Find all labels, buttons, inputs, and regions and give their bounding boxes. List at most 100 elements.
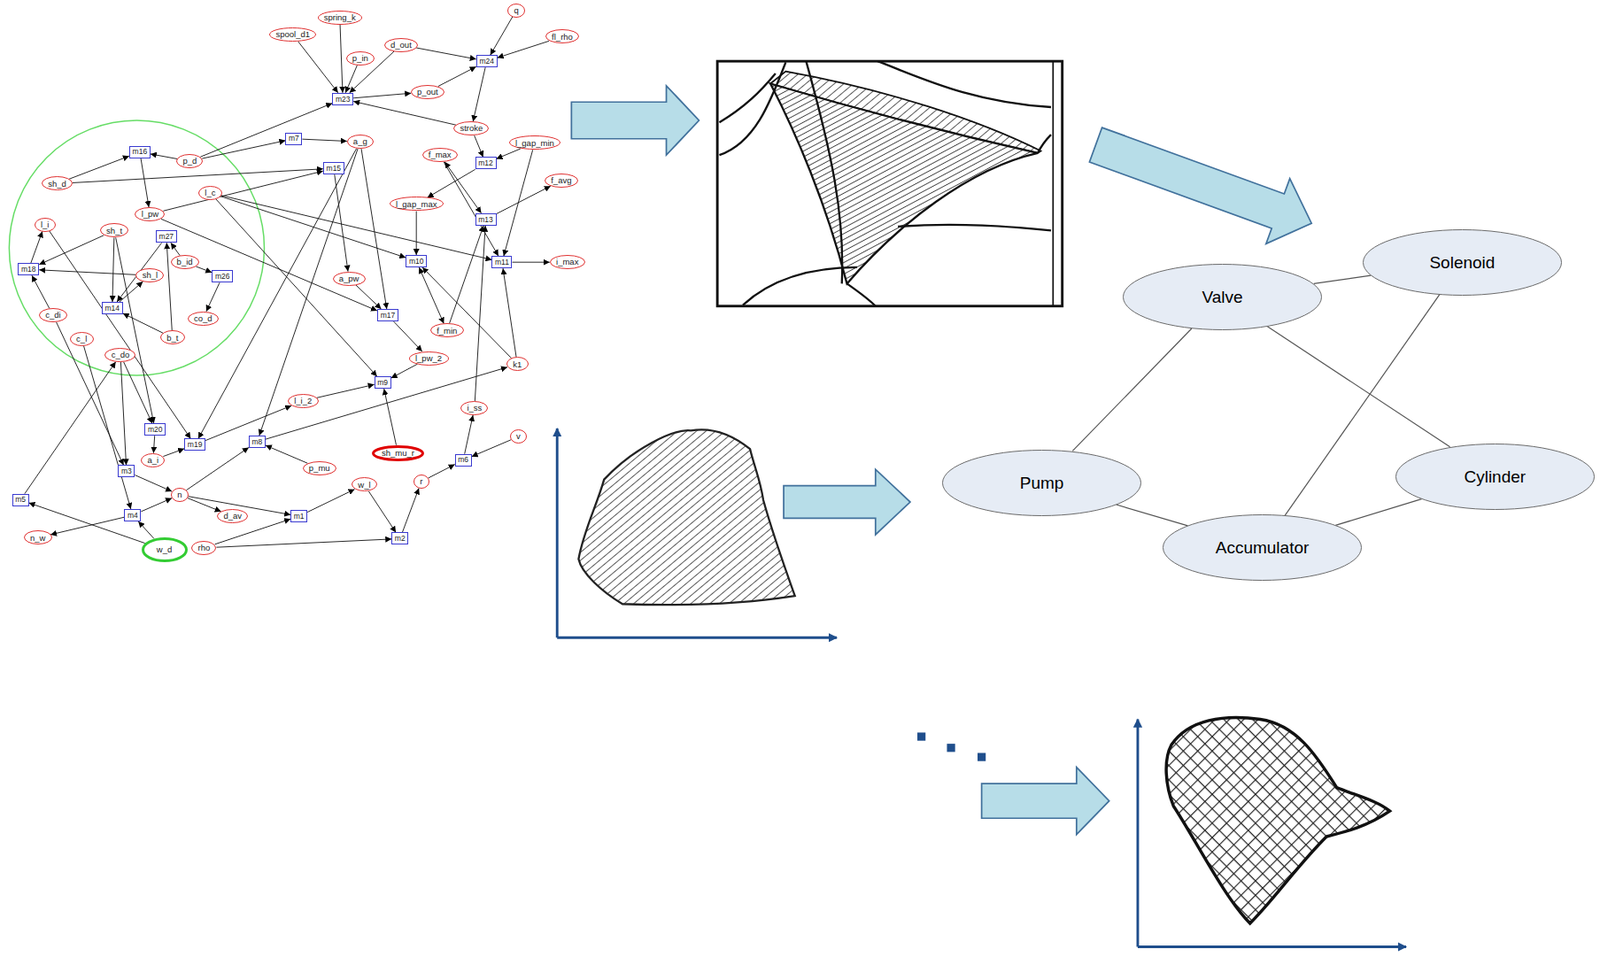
ellipse-shape — [346, 51, 374, 65]
node-label: spring_k — [324, 13, 356, 23]
dependency-arrow — [138, 521, 155, 540]
model-box: m7 — [285, 132, 302, 146]
dependency-arrow — [474, 135, 484, 157]
node-label: d_out — [390, 40, 412, 50]
dependency-arrow — [418, 267, 444, 324]
dependency-arrow — [428, 464, 456, 479]
node-label: m2 — [394, 534, 406, 543]
node-label: m26 — [215, 272, 231, 281]
node-label: co_d — [193, 314, 213, 324]
dependency-arrow — [391, 363, 418, 379]
ellipse-shape — [42, 177, 73, 191]
component-ellipse: Solenoid — [1362, 229, 1562, 296]
dependency-arrow — [216, 539, 392, 548]
ellipse-shape — [136, 269, 164, 283]
dependency-arrow — [307, 489, 355, 513]
dependency-arrow — [427, 169, 476, 198]
variable-ellipse: l_pw_2 — [409, 351, 449, 366]
dependency-arrow — [345, 65, 357, 93]
dependency-arrow — [265, 367, 508, 440]
node-label: p_out — [417, 87, 439, 97]
variable-ellipse: stroke — [453, 121, 489, 136]
dependency-arrow — [353, 101, 457, 126]
dependency-arrow — [438, 66, 477, 86]
ellipse-shape — [170, 487, 188, 502]
variable-ellipse: r — [413, 474, 430, 489]
ellipse-shape — [34, 217, 55, 232]
variable-ellipse: a_g — [347, 134, 374, 149]
ellipse-shape — [545, 30, 579, 44]
variable-ellipse: fl_rho — [545, 29, 580, 44]
variable-ellipse: a_pw — [332, 271, 366, 286]
node-label: f_max — [428, 150, 452, 160]
component-link — [1072, 328, 1192, 451]
variable-ellipse: q — [507, 3, 526, 18]
ellipse-shape — [384, 38, 418, 52]
node-label: r — [419, 477, 423, 487]
ellipse-shape — [430, 324, 464, 338]
cross-section-sketch — [717, 61, 1063, 307]
model-box: m23 — [332, 92, 354, 106]
model-box: m15 — [323, 162, 345, 175]
model-box: m18 — [17, 262, 39, 276]
variable-ellipse: d_out — [384, 38, 418, 53]
variable-ellipse: c_di — [38, 308, 68, 323]
dependency-arrow — [30, 231, 43, 263]
dependency-arrow — [401, 488, 419, 534]
variable-ellipse: i_ss — [460, 401, 488, 416]
model-box: m5 — [12, 494, 30, 507]
dependency-arrow — [464, 415, 473, 455]
node-label: n — [177, 490, 182, 500]
ellipse-shape — [422, 148, 457, 163]
node-label: rho — [198, 543, 211, 553]
dependency-arrow — [216, 199, 378, 377]
variable-ellipse: sh_l — [135, 268, 164, 283]
dependency-arrow — [361, 148, 387, 310]
design-space-plot — [556, 428, 837, 638]
variable-ellipse: i_max — [549, 255, 586, 270]
node-label: m15 — [326, 164, 342, 173]
ellipse-shape — [409, 351, 449, 365]
variable-ellipse: l_c — [198, 185, 223, 201]
variable-ellipse: c_l — [69, 332, 94, 347]
node-label: a_i — [147, 456, 160, 465]
ellipse-shape — [141, 453, 165, 467]
dependency-arrow — [444, 162, 481, 214]
dependency-arrow — [185, 447, 248, 490]
node-label: m24 — [479, 57, 495, 66]
dependency-arrow — [355, 285, 382, 310]
model-box: m2 — [391, 532, 409, 545]
variable-ellipse: p_in — [346, 51, 375, 66]
dependency-arrow — [201, 140, 286, 159]
node-label: d_av — [223, 511, 242, 521]
ellipse-shape — [413, 474, 429, 488]
dependency-arrow — [265, 445, 308, 464]
ellipse-shape — [192, 541, 217, 555]
dependency-arrow — [119, 281, 144, 302]
node-label: m18 — [21, 265, 37, 274]
node-label: Valve — [1202, 288, 1244, 306]
node-label: l_pw_2 — [415, 354, 442, 364]
dependency-arrow — [422, 267, 512, 359]
dependency-arrow — [150, 154, 178, 160]
ellipse-shape — [544, 173, 578, 187]
dependency-arrow — [38, 270, 136, 276]
variable-ellipse: p_d — [176, 154, 203, 169]
ellipse-shape — [270, 28, 317, 42]
node-label: sh_t — [106, 226, 123, 236]
variable-ellipse: l_gap_min — [509, 135, 561, 150]
dependency-arrow — [353, 92, 411, 98]
node-label: v — [516, 432, 521, 441]
dependency-arrow — [496, 148, 521, 159]
model-box: m17 — [377, 309, 399, 322]
node-label: i_max — [556, 257, 579, 267]
component-link — [1116, 504, 1189, 526]
model-box: m19 — [184, 438, 206, 451]
dependency-arrow — [416, 210, 418, 256]
dependency-arrow — [140, 158, 149, 208]
ellipse-shape — [105, 348, 136, 363]
dependency-arrow — [162, 170, 323, 211]
node-label: l_gap_max — [395, 200, 437, 209]
node-label: m4 — [127, 511, 139, 520]
component-ellipse: Cylinder — [1395, 443, 1595, 511]
